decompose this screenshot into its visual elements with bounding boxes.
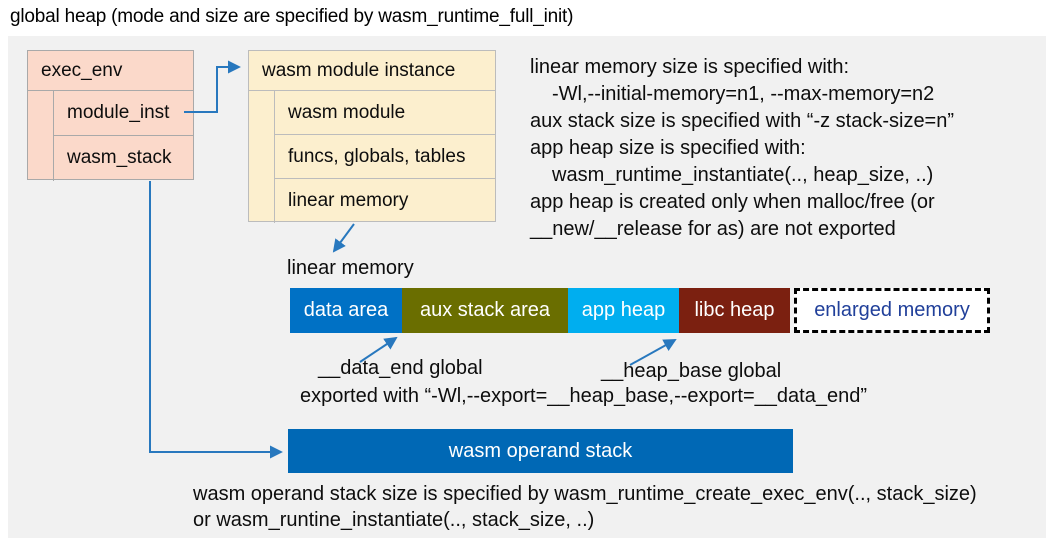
heap-base-global-label: __heap_base global bbox=[601, 360, 782, 382]
note-line: or wasm_runtine_instantiate(.., stack_si… bbox=[193, 509, 595, 531]
segment-app-heap: app heap bbox=[568, 288, 679, 333]
note-line: -Wl,--initial-memory=n1, --max-memory=n2 bbox=[552, 83, 935, 105]
note-line: app heap size is specified with: bbox=[530, 137, 806, 159]
exec-env-title: exec_env bbox=[28, 51, 193, 91]
note-line: app heap is created only when malloc/fre… bbox=[530, 191, 935, 213]
wasm-operand-stack-bar: wasm operand stack bbox=[288, 429, 793, 473]
module-instance-row-wasm-module: wasm module bbox=[274, 91, 495, 135]
module-instance-rows: wasm module funcs, globals, tables linea… bbox=[274, 91, 495, 223]
module-instance-box: wasm module instance wasm module funcs, … bbox=[248, 50, 496, 223]
segment-libc-heap: libc heap bbox=[679, 288, 790, 333]
note-line: wasm_runtime_instantiate(.., heap_size, … bbox=[552, 164, 934, 186]
module-instance-row-funcs-globals-tables: funcs, globals, tables bbox=[274, 135, 495, 179]
exec-env-rows: module_inst wasm_stack bbox=[53, 91, 193, 181]
exec-env-row-wasm-stack: wasm_stack bbox=[53, 136, 193, 181]
operand-stack-notes: wasm operand stack size is specified by … bbox=[193, 481, 977, 533]
module-instance-row-linear-memory: linear memory bbox=[274, 179, 495, 223]
export-note: exported with “-Wl,--export=__heap_base,… bbox=[300, 385, 867, 407]
module-instance-title: wasm module instance bbox=[249, 51, 495, 91]
segment-data-area: data area bbox=[290, 288, 402, 333]
linear-memory-bar: data area aux stack area app heap libc h… bbox=[290, 288, 990, 333]
memory-size-notes: linear memory size is specified with: -W… bbox=[530, 54, 954, 243]
data-end-global-label: __data_end global bbox=[318, 357, 483, 379]
linear-memory-label: linear memory bbox=[287, 257, 414, 279]
note-line: wasm operand stack size is specified by … bbox=[193, 483, 977, 505]
note-line: linear memory size is specified with: bbox=[530, 56, 849, 78]
segment-aux-stack-area: aux stack area bbox=[402, 288, 568, 333]
segment-enlarged-memory: enlarged memory bbox=[794, 288, 990, 333]
note-line: __new/__release for as) are not exported bbox=[530, 218, 896, 240]
exec-env-box: exec_env module_inst wasm_stack bbox=[27, 50, 194, 181]
note-line: aux stack size is specified with “-z sta… bbox=[530, 110, 955, 132]
exec-env-row-module-inst: module_inst bbox=[53, 91, 193, 136]
diagram-title: global heap (mode and size are specified… bbox=[10, 6, 574, 27]
